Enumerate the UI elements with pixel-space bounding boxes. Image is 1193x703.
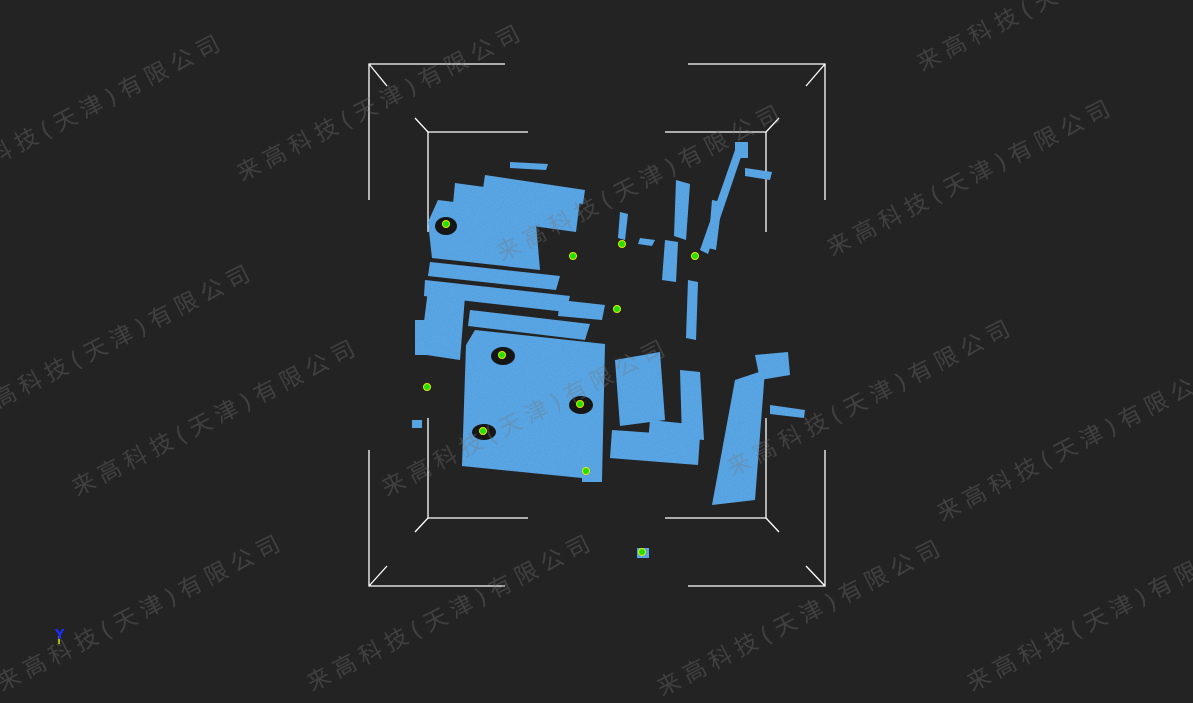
marker-point bbox=[582, 467, 590, 475]
marker-point bbox=[638, 548, 646, 556]
marker-point bbox=[498, 351, 506, 359]
marker-point bbox=[423, 383, 431, 391]
marker-point bbox=[613, 305, 621, 313]
marker-point bbox=[569, 252, 577, 260]
marker-point bbox=[442, 220, 450, 228]
marker-point bbox=[479, 427, 487, 435]
marker-point bbox=[691, 252, 699, 260]
reference-markers bbox=[423, 220, 699, 556]
axis-y-label: Y bbox=[55, 628, 65, 643]
marker-point bbox=[618, 240, 626, 248]
bounding-box bbox=[368, 63, 826, 587]
scene-canvas[interactable] bbox=[0, 0, 1193, 644]
marker-point bbox=[576, 400, 584, 408]
point-cloud bbox=[412, 142, 805, 558]
